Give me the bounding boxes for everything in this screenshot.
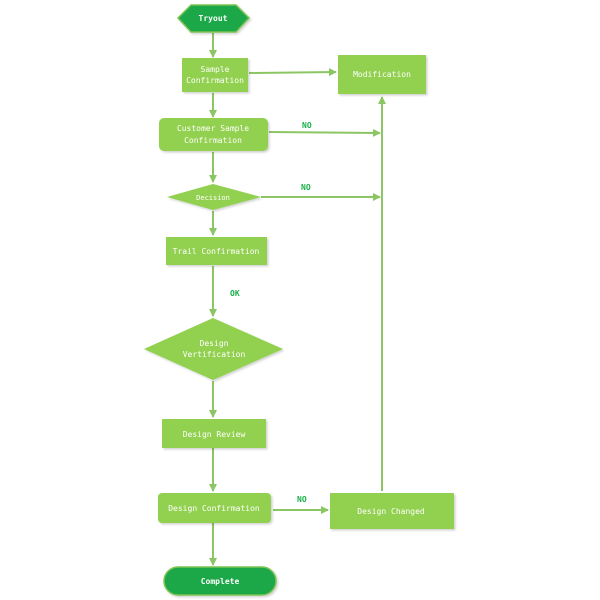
node-design-review: Design Review — [162, 419, 266, 448]
node-design-changed-label: Design Changed — [357, 507, 425, 516]
node-modification: Modification — [338, 55, 426, 94]
node-customer-sample-confirmation: Customer Sample Confirmation — [159, 118, 268, 151]
edge-label-decision-no: NO — [301, 183, 311, 192]
node-sample-confirmation: Sample Confirmation — [182, 58, 248, 92]
node-design-verification-line2: Vertification — [183, 350, 246, 359]
edge-sample-to-modification — [248, 68, 337, 77]
node-tryout-label: Tryout — [199, 14, 228, 23]
node-tryout: Tryout — [176, 4, 251, 33]
edge-label-design-confirmation-no: NO — [297, 495, 307, 504]
edge-label-customer-no: NO — [302, 121, 312, 130]
node-design-verification: Design Vertification — [144, 318, 283, 380]
node-customer-sample-confirmation-line2: Confirmation — [184, 136, 242, 145]
node-complete: Complete — [163, 566, 277, 596]
node-design-confirmation: Design Confirmation — [158, 493, 271, 523]
node-trail-confirmation-label: Trail Confirmation — [173, 247, 260, 256]
edge-label-trail-ok: OK — [230, 289, 240, 298]
node-design-changed: Design Changed — [330, 493, 454, 529]
node-decision: Decision — [167, 184, 261, 210]
edge-customer-to-modification — [268, 128, 381, 137]
node-decision-label: Decision — [196, 194, 230, 202]
node-design-verification-line1: Design — [200, 339, 229, 348]
node-sample-confirmation-line2: Confirmation — [186, 76, 244, 85]
node-design-confirmation-label: Design Confirmation — [168, 504, 260, 513]
node-complete-label: Complete — [201, 577, 240, 586]
node-sample-confirmation-line1: Sample — [201, 65, 230, 74]
node-design-review-label: Design Review — [183, 430, 246, 439]
node-modification-label: Modification — [353, 70, 411, 79]
node-customer-sample-confirmation-line1: Customer Sample — [177, 124, 249, 133]
node-trail-confirmation: Trail Confirmation — [166, 237, 267, 265]
